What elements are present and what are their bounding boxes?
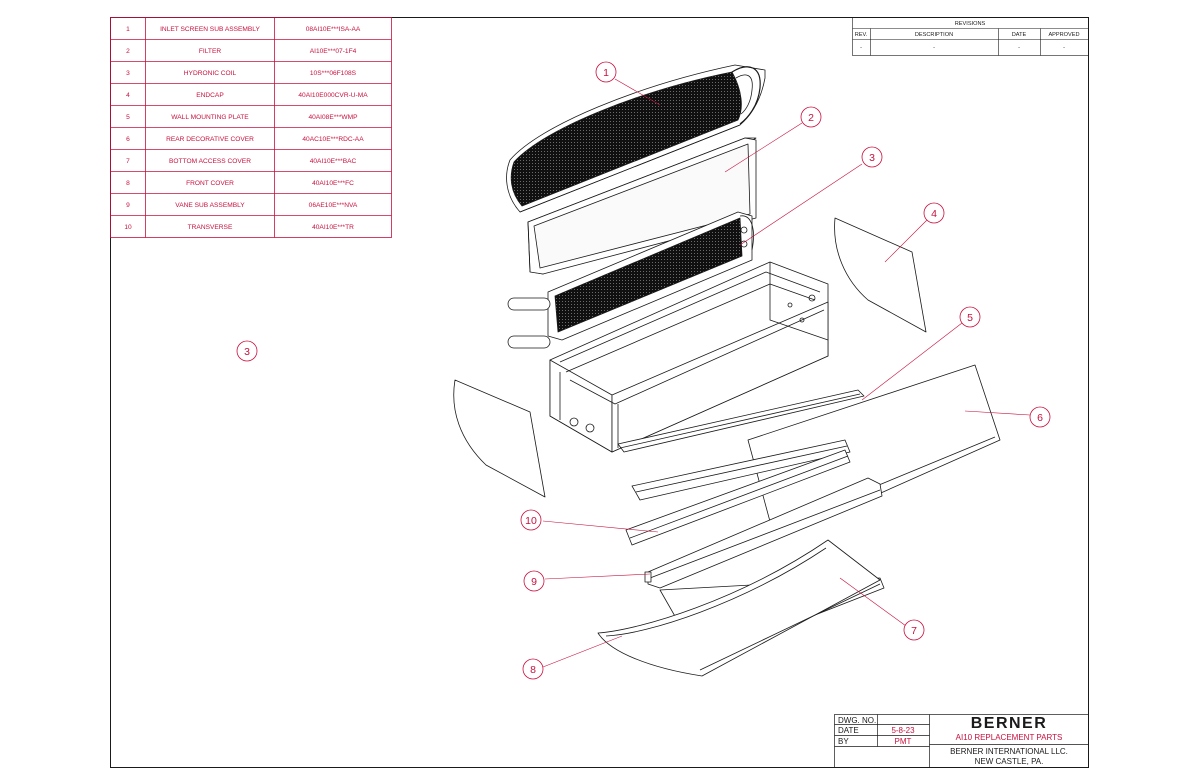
svg-text:10: 10 (525, 515, 537, 527)
parts-row-item: 2 (126, 48, 130, 55)
revisions-header-approved: APPROVED (1048, 32, 1079, 38)
revisions-cell-approved: - (1063, 45, 1065, 51)
company-location: NEW CASTLE, PA. (975, 757, 1044, 766)
parts-row-part-number: 10S***06F108S (310, 70, 357, 77)
part-vane-assembly (644, 477, 883, 589)
parts-row-description: BOTTOM ACCESS COVER (169, 158, 251, 165)
parts-row-description: VANE SUB ASSEMBLY (175, 202, 245, 209)
parts-row-description: REAR DECORATIVE COVER (166, 136, 254, 143)
part-chassis (549, 261, 829, 453)
parts-row-part-number: 40AC10E***RDC-AA (302, 136, 364, 143)
part-transverse (625, 439, 851, 546)
svg-text:7: 7 (911, 625, 917, 637)
parts-row-description: TRANSVERSE (188, 224, 233, 231)
revisions-title: REVISIONS (955, 21, 986, 27)
parts-row-item: 4 (126, 92, 130, 99)
part-wall-mounting-plate (617, 389, 865, 453)
drawing-title: AI10 REPLACEMENT PARTS (956, 733, 1063, 742)
sheet-border (110, 17, 1089, 768)
parts-row-part-number: 40AI08E***WMP (308, 114, 358, 121)
revisions-table (852, 17, 1089, 56)
part-endcap-right (834, 217, 927, 333)
parts-row-part-number: 40AI10E***TR (312, 224, 354, 231)
parts-row-description: FRONT COVER (186, 180, 234, 187)
part-inlet-screen (506, 64, 766, 213)
exploded-view (453, 64, 1001, 677)
svg-text:5: 5 (967, 312, 973, 324)
revisions-header-rev: REV. (855, 32, 868, 38)
svg-text:1: 1 (603, 67, 609, 79)
parts-row-item: 3 (126, 70, 130, 77)
part-endcap-left (453, 379, 546, 498)
part-hydronic-coil (507, 211, 754, 349)
parts-row-part-number: 40AI10E***BAC (310, 158, 357, 165)
revisions-header-description: DESCRIPTION (915, 32, 953, 38)
company-name: BERNER INTERNATIONAL LLC. (950, 747, 1068, 756)
parts-list-table: 1 INLET SCREEN SUB ASSEMBLY 08AI10E***IS… (110, 17, 392, 238)
date-label: DATE (838, 726, 859, 735)
callout-balloon: 5 (959, 306, 981, 328)
parts-row-description: INLET SCREEN SUB ASSEMBLY (160, 26, 260, 33)
revisions-cell-date: - (1018, 45, 1020, 51)
parts-row-item: 8 (126, 180, 130, 187)
parts-row-item: 7 (126, 158, 130, 165)
callout-balloon: 3 (861, 146, 883, 168)
parts-row-description: ENDCAP (196, 92, 224, 99)
svg-text:4: 4 (931, 208, 937, 220)
revisions-cell-description: - (933, 45, 935, 51)
callout-balloon: 3 (236, 340, 258, 362)
dwg-no-label: DWG. NO. (838, 716, 876, 725)
parts-row-item: 10 (124, 224, 132, 231)
parts-row-part-number: 08AI10E***ISA-AA (306, 26, 361, 33)
parts-row-part-number: 06AE10E***NVA (309, 202, 358, 209)
date-value: 5-8-23 (891, 726, 915, 735)
parts-row-part-number: 40AI10E***FC (312, 180, 354, 187)
revisions-header-date: DATE (1012, 32, 1027, 38)
leader-lines (542, 78, 1031, 668)
svg-text:6: 6 (1037, 412, 1043, 424)
svg-text:2: 2 (808, 112, 814, 124)
parts-row-part-number: 40AI10E000CVR-U-MA (298, 92, 368, 99)
company-logo: BERNER (971, 715, 1048, 732)
by-label: BY (838, 737, 849, 746)
callout-balloon: 6 (1029, 406, 1051, 428)
callout-balloon: 9 (523, 570, 545, 592)
parts-row-description: FILTER (199, 48, 221, 55)
by-value: PMT (895, 737, 912, 746)
parts-row-part-number: AI10E***07-1F4 (310, 48, 357, 55)
callout-balloon: 7 (903, 619, 925, 641)
parts-row-description: WALL MOUNTING PLATE (171, 114, 249, 121)
part-filter (527, 137, 757, 275)
part-front-cover (597, 539, 881, 677)
svg-text:9: 9 (531, 576, 537, 588)
title-block (834, 714, 1089, 768)
callout-balloon: 4 (923, 202, 945, 224)
parts-row-item: 5 (126, 114, 130, 121)
parts-row-description: HYDRONIC COIL (184, 70, 237, 77)
callout-balloon: 1 (595, 61, 617, 83)
svg-text:8: 8 (530, 664, 536, 676)
callout-balloon: 2 (800, 106, 822, 128)
callout-balloon: 10 (520, 509, 542, 531)
callout-balloon: 8 (522, 658, 544, 680)
svg-text:3: 3 (869, 152, 875, 164)
parts-row-item: 1 (126, 26, 130, 33)
parts-row-item: 6 (126, 136, 130, 143)
svg-text:3: 3 (244, 346, 250, 358)
callout-balloons: 1 2 3 4 5 6 7 8 (236, 61, 1051, 680)
parts-row-item: 9 (126, 202, 130, 209)
revisions-cell-rev: - (860, 45, 862, 51)
